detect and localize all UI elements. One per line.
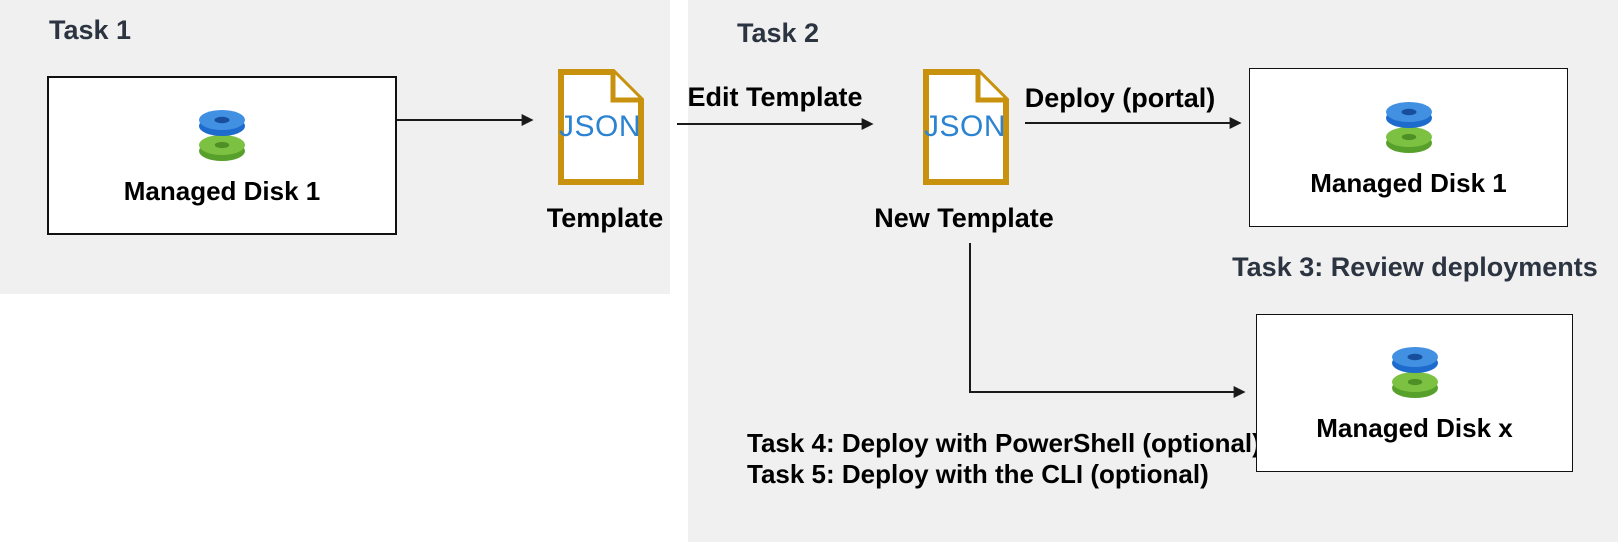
disk-box-label: Managed Disk 1: [123, 175, 321, 206]
task4-caption: Task 4: Deploy with PowerShell (optional…: [747, 428, 1261, 458]
edit-template-arrow-label: Edit Template: [687, 82, 863, 112]
task2-heading: Task 2: [737, 18, 820, 48]
task5-caption: Task 5: Deploy with the CLI (optional): [747, 459, 1209, 489]
json-file-icon: JSON: [555, 68, 645, 186]
json-file-type-label: JSON: [923, 110, 1006, 143]
managed-disk-icon: [1391, 347, 1438, 398]
disk-box-label: Managed Disk x: [1316, 413, 1513, 443]
managed-disk-x-box: Managed Disk x: [1256, 314, 1573, 472]
new-template-label: New Template: [874, 203, 1054, 233]
disk-box-label: Managed Disk 1: [1310, 167, 1507, 198]
deploy-portal-arrow-label: Deploy (portal): [1024, 83, 1216, 113]
task1-heading: Task 1: [49, 15, 132, 45]
json-file-type-label: JSON: [558, 110, 641, 143]
template-label: Template: [546, 203, 664, 233]
json-file-icon: JSON: [920, 68, 1010, 186]
managed-disk-1-deployed-box: Managed Disk 1: [1249, 68, 1568, 227]
task3-caption: Task 3: Review deployments: [1232, 252, 1598, 282]
json-file-outline: [558, 69, 644, 185]
managed-disk-icon: [199, 109, 245, 161]
managed-disk-1-source-box: Managed Disk 1: [47, 76, 397, 235]
json-file-outline: [923, 69, 1009, 185]
managed-disk-icon: [1385, 101, 1432, 153]
